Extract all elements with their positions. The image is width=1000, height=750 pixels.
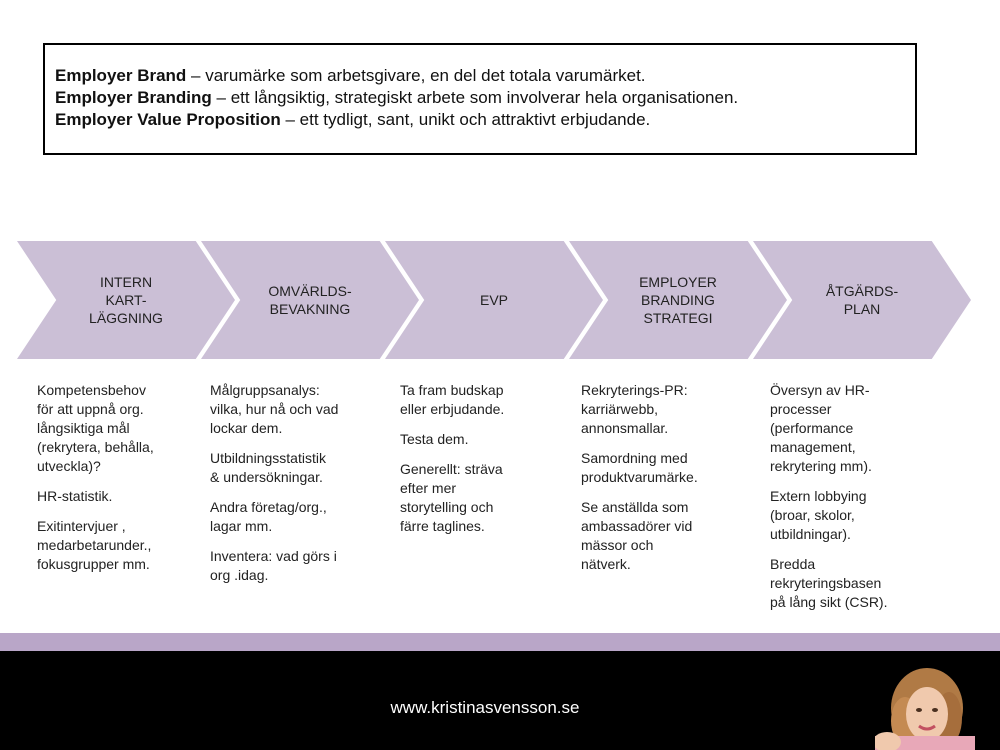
list-item: Andra företag/org., lagar mm.: [210, 499, 327, 534]
column-employer-branding-strategi: Rekryterings-PR: karriärwebb, annonsmall…: [581, 381, 751, 585]
definition-employer-brand: Employer Brand – varumärke som arbetsgiv…: [55, 66, 646, 85]
chevron-label: ÅTGÄRDS- PLAN: [825, 283, 899, 317]
definition-employer-branding: Employer Branding – ett långsiktig, stra…: [55, 88, 739, 107]
portrait-photo: [875, 666, 975, 750]
column-omvarldsbevakning: Målgruppsanalys: vilka, hur nå och vad l…: [210, 381, 380, 596]
chevron-employer-branding-strategi: EMPLOYER BRANDING STRATEGI: [569, 241, 787, 359]
list-item: Översyn av HR- processer (performance ma…: [770, 382, 872, 474]
chevron-label: EMPLOYER BRANDING STRATEGI: [639, 274, 717, 326]
list-item: Exitintervjuer , medarbetarunder., fokus…: [37, 518, 152, 572]
list-item: Rekryterings-PR: karriärwebb, annonsmall…: [581, 382, 688, 436]
column-atgardsplan: Översyn av HR- processer (performance ma…: [770, 381, 945, 623]
column-evp: Ta fram budskap eller erbjudande. Testa …: [400, 381, 560, 547]
list-item: Se anställda som ambassadörer vid mässor…: [581, 499, 693, 572]
list-item: Kompetensbehov för att uppnå org. långsi…: [37, 382, 154, 474]
list-item: Bredda rekryteringsbasen på lång sikt (C…: [770, 556, 888, 610]
list-item: Inventera: vad görs i org .idag.: [210, 548, 337, 583]
column-intern-kartlaggning: Kompetensbehov för att uppnå org. långsi…: [37, 381, 202, 585]
chevron-intern-kartlaggning: INTERN KART- LÄGGNING: [17, 241, 235, 359]
footer-url[interactable]: www.kristinasvensson.se: [390, 698, 580, 717]
footer: www.kristinasvensson.se: [0, 651, 1000, 750]
definitions-box: Employer Brand – varumärke som arbetsgiv…: [43, 43, 917, 155]
definition-evp: Employer Value Proposition – ett tydligt…: [55, 110, 651, 129]
list-item: Ta fram budskap eller erbjudande.: [400, 382, 505, 417]
accent-band: [0, 633, 1000, 651]
chevron-label: INTERN KART- LÄGGNING: [89, 274, 163, 326]
list-item: Generellt: sträva efter mer storytelling…: [400, 461, 503, 534]
chevron-label: EVP: [479, 292, 508, 308]
list-item: Samordning med produktvarumärke.: [581, 450, 698, 485]
list-item: Utbildningsstatistik & undersökningar.: [210, 450, 326, 485]
list-item: Extern lobbying (broar, skolor, utbildni…: [770, 488, 867, 542]
process-chevrons: INTERN KART- LÄGGNING OMVÄRLDS- BEVAKNIN…: [17, 241, 972, 359]
list-item: Testa dem.: [400, 431, 469, 447]
list-item: Målgruppsanalys: vilka, hur nå och vad l…: [210, 382, 339, 436]
list-item: HR-statistik.: [37, 488, 113, 504]
chevron-label: OMVÄRLDS- BEVAKNING: [268, 283, 352, 317]
